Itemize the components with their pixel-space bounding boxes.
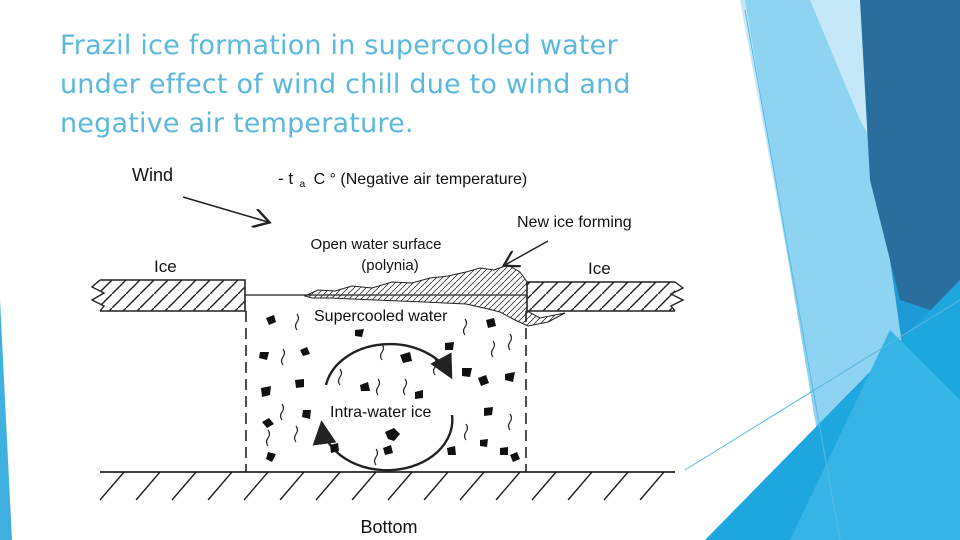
- intra-water-ice-label: Intra-water ice: [330, 404, 431, 421]
- ice-particle: [261, 386, 271, 397]
- ice-left-label: Ice: [154, 257, 177, 276]
- new-ice-arrow: [505, 241, 548, 265]
- ice-particle: [360, 382, 370, 391]
- open-water-label-line1: Open water surface: [311, 236, 442, 253]
- ice-particle: [262, 418, 274, 428]
- ice-particle: [266, 315, 276, 325]
- ice-particle: [447, 446, 456, 455]
- squiggle-line: [339, 369, 342, 385]
- squiggle-line: [464, 319, 467, 335]
- ice-particle: [355, 329, 364, 337]
- ice-particle: [500, 447, 508, 455]
- ice-particle: [383, 445, 393, 455]
- new-ice-label: New ice forming: [517, 214, 632, 231]
- temp-suffix: C ° (Negative air temperature): [314, 171, 528, 188]
- squiggle-line: [492, 341, 495, 357]
- squiggle-line: [465, 424, 468, 440]
- ice-particle: [415, 390, 423, 399]
- squiggle-line: [434, 359, 437, 375]
- squiggle-line: [267, 430, 270, 446]
- ice-particle: [302, 410, 311, 419]
- ice-slab-right: [527, 282, 683, 311]
- ice-particle: [385, 428, 400, 441]
- squiggle-line: [281, 404, 284, 420]
- circulation-arrow-top: [326, 344, 450, 385]
- ice-right-label: Ice: [588, 259, 611, 278]
- supercooled-water-label: Supercooled water: [314, 308, 448, 325]
- bottom-label: Bottom: [360, 517, 417, 537]
- ice-particle: [462, 368, 472, 377]
- squiggle-line: [509, 334, 512, 350]
- ice-particle: [478, 375, 489, 386]
- bottom-hatching: [100, 472, 664, 500]
- ice-particle: [484, 407, 493, 416]
- squiggle-line: [282, 349, 285, 365]
- squiggle-line: [296, 314, 299, 330]
- ice-particle: [295, 379, 304, 388]
- ice-particle: [505, 372, 515, 382]
- ice-particles: [259, 315, 520, 462]
- wind-label: Wind: [132, 165, 173, 185]
- ice-particle: [510, 452, 520, 462]
- wind-arrow: [183, 197, 268, 222]
- squiggle-line: [381, 344, 384, 360]
- squiggle-line: [377, 379, 380, 395]
- squiggle-line: [509, 414, 512, 430]
- temp-label: - t a C ° (Negative air temperature): [278, 169, 527, 191]
- temp-prefix: - t: [278, 169, 293, 188]
- squiggle-line: [295, 426, 298, 442]
- ice-particle: [400, 352, 412, 363]
- ice-particle: [266, 452, 276, 462]
- ice-particle: [259, 352, 269, 360]
- ice-slab-left: [92, 280, 245, 311]
- squiggle-line: [375, 449, 378, 465]
- ice-particle: [486, 318, 496, 328]
- ice-particle: [480, 439, 488, 447]
- open-water-label-line2: (polynia): [361, 257, 419, 274]
- circulation-arrow-bottom: [322, 415, 452, 470]
- ice-particle: [300, 347, 310, 356]
- squiggle-line: [404, 379, 407, 395]
- ice-particle: [445, 342, 454, 350]
- temp-sub: a: [300, 179, 306, 190]
- rising-bubbles: [267, 314, 512, 465]
